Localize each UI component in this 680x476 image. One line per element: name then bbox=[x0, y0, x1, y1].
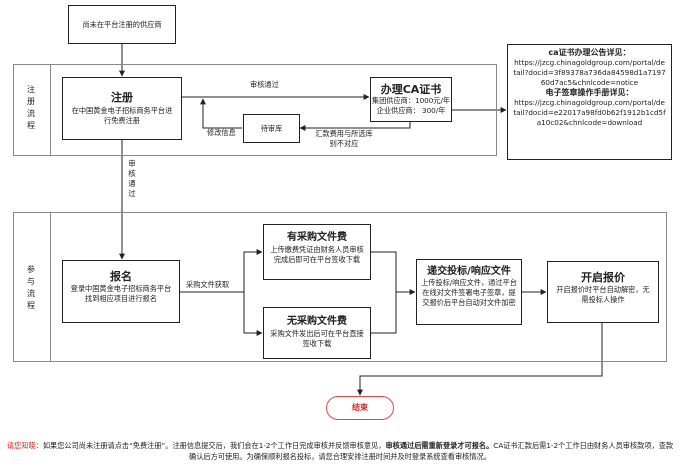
lane-participate-label: 参与流程 bbox=[27, 265, 35, 310]
footer-prefix: 请您知晓： bbox=[6, 441, 43, 450]
register-desc: 在中国黄金电子招标商务平台进行免费注册 bbox=[71, 106, 173, 125]
submit-title: 递交投标/响应文件 bbox=[427, 266, 511, 277]
register-box: 注册 在中国黄金电子招标商务平台进行免费注册 bbox=[62, 77, 182, 140]
notice-heading-esign: 电子签章操作手册详见： bbox=[545, 88, 634, 97]
label-modify-info: 修改信息 bbox=[207, 128, 236, 137]
arrow-open-to-end bbox=[357, 323, 603, 396]
pending-title: 待审库 bbox=[260, 124, 283, 133]
notice-box: ca证书办理公告详见： https://jzcg.chinagoldgroup.… bbox=[507, 44, 672, 160]
open-box: 开启报价 开启报价时平台自动解密，无需投标人操作 bbox=[547, 261, 659, 323]
open-title: 开启报价 bbox=[581, 271, 625, 284]
start-box: 尚未在平台注册的供应商 bbox=[68, 5, 176, 44]
signup-title: 报名 bbox=[110, 270, 132, 283]
footer-text-bold: 审核通过后需重新登录才可报名。 bbox=[385, 441, 494, 450]
free-title: 无采购文件费 bbox=[287, 316, 347, 327]
register-title: 注册 bbox=[111, 91, 133, 104]
label-fee-mismatch: 汇款费用与所选库别不对应 bbox=[315, 129, 373, 148]
arrow-paid-to-merge bbox=[371, 251, 397, 292]
arrow-branch-to-free bbox=[243, 292, 263, 336]
submit-box: 递交投标/响应文件 上传投标/响应文件，通过平台在线对文件签署电子签章，提交报价… bbox=[416, 259, 522, 325]
arrow-branch-to-paid bbox=[243, 249, 263, 292]
free-box: 无采购文件费 采购文件发出后可在平台直接签收下载 bbox=[263, 307, 371, 359]
paid-box: 有采购文件费 上传缴费凭证由财务人员审核完成后即可在平台签收下载 bbox=[263, 224, 371, 280]
arrow-free-to-merge bbox=[371, 292, 397, 334]
end-terminal: 结束 bbox=[326, 396, 394, 420]
label-approved: 审核通过 bbox=[250, 80, 279, 89]
label-approved-vertical: 审核通过 bbox=[128, 159, 136, 198]
ca-price-group: 集团供应商：1000元/年 bbox=[371, 96, 451, 105]
lane-register-header bbox=[13, 64, 51, 156]
lane-participate-header bbox=[13, 212, 51, 362]
ca-price-enterprise: 企业供应商： 300/年 bbox=[376, 106, 446, 115]
end-text: 结束 bbox=[352, 403, 368, 412]
paid-desc: 上传缴费凭证由财务人员审核完成后即可在平台签收下载 bbox=[270, 245, 364, 264]
signup-box: 报名 登录中国黄金电子招标商务平台找到相应项目进行报名 bbox=[62, 260, 180, 323]
paid-title: 有采购文件费 bbox=[287, 232, 347, 243]
free-desc: 采购文件发出后可在平台直接签收下载 bbox=[270, 329, 364, 348]
arrow-ca-to-pending bbox=[299, 122, 411, 131]
notice-link-esign[interactable]: https://jzcg.chinagoldgroup.com/portal/d… bbox=[513, 98, 666, 127]
notice-link-ca[interactable]: https://jzcg.chinagoldgroup.com/portal/d… bbox=[513, 58, 666, 87]
arrow-pending-to-register bbox=[200, 98, 242, 129]
start-text: 尚未在平台注册的供应商 bbox=[82, 20, 162, 29]
ca-box: 办理CA证书 集团供应商：1000元/年 企业供应商： 300/年 bbox=[370, 77, 452, 122]
lane-register-label: 注册流程 bbox=[27, 85, 35, 130]
footer-notice: 请您知晓：如果您公司尚未注册请点击“免费注册”。注册信息提交后，我们会在1-2个… bbox=[4, 440, 676, 462]
footer-text-part2: CA证书汇款后需1-2个工作日由财务人员审核款项，查款确认后方可使用。为确保顺利… bbox=[189, 441, 674, 461]
label-purchase-fee: 采购文件获取 bbox=[186, 280, 230, 289]
submit-desc: 上传投标/响应文件，通过平台在线对文件签署电子签章，提交报价后平台自动对文件加密 bbox=[421, 278, 517, 307]
ca-title: 办理CA证书 bbox=[380, 83, 442, 96]
signup-desc: 登录中国黄金电子招标商务平台找到相应项目进行报名 bbox=[70, 284, 172, 303]
notice-heading-ca: ca证书办理公告详见： bbox=[548, 48, 631, 57]
open-desc: 开启报价时平台自动解密，无需投标人操作 bbox=[556, 285, 650, 304]
pending-box: 待审库 bbox=[243, 114, 300, 143]
footer-text-part1: 如果您公司尚未注册请点击“免费注册”。注册信息提交后，我们会在1-2个工作日完成… bbox=[42, 441, 386, 450]
